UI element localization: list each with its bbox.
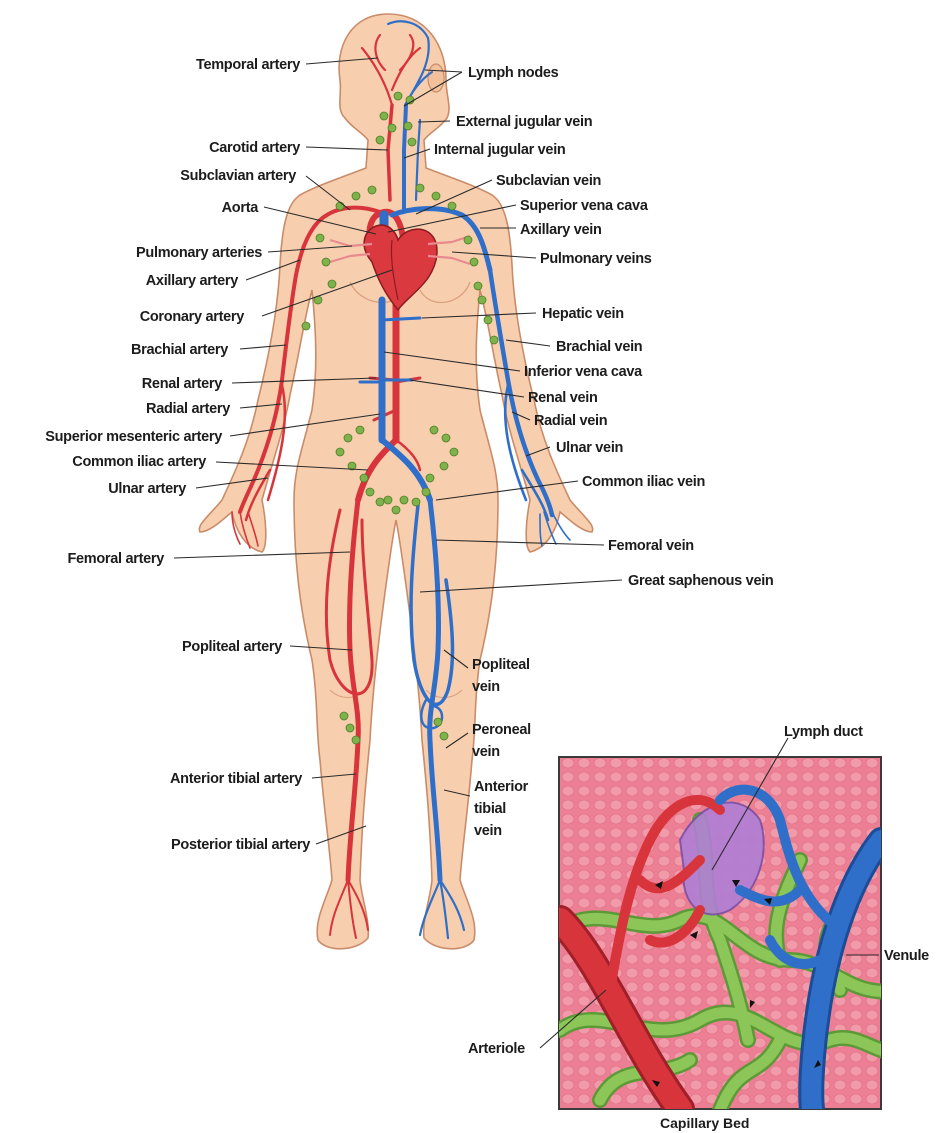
- label-radial-vein: Radial vein: [534, 413, 607, 429]
- lymph-node: [400, 496, 408, 504]
- lymph-node: [478, 296, 486, 304]
- label-axillary-vein: Axillary vein: [520, 222, 602, 238]
- label-superior-mesenteric-artery: Superior mesenteric artery: [45, 429, 222, 445]
- label-anterior-tibial-vein-line1: Anterior: [474, 779, 529, 795]
- lymph-node: [356, 426, 364, 434]
- label-axillary-artery: Axillary artery: [146, 273, 238, 289]
- lymph-node: [490, 336, 498, 344]
- lymph-node: [344, 434, 352, 442]
- lymph-node: [474, 282, 482, 290]
- lymph-node: [430, 426, 438, 434]
- lymph-node: [484, 316, 492, 324]
- lymph-node: [392, 506, 400, 514]
- label-anterior-tibial-vein-line2: tibial: [474, 801, 506, 817]
- lymph-node: [416, 184, 424, 192]
- label-brachial-artery: Brachial artery: [131, 342, 228, 358]
- label-common-iliac-artery: Common iliac artery: [72, 454, 206, 470]
- lymph-node: [432, 192, 440, 200]
- label-coronary-artery: Coronary artery: [140, 309, 245, 325]
- label-ulnar-vein: Ulnar vein: [556, 440, 623, 456]
- label-femoral-vein: Femoral vein: [608, 538, 694, 554]
- label-popliteal-vein-line1: Popliteal: [472, 657, 530, 673]
- label-internal-jugular-vein: Internal jugular vein: [434, 142, 565, 158]
- label-femoral-artery: Femoral artery: [67, 551, 164, 567]
- lymph-node: [388, 124, 396, 132]
- label-lymph-nodes: Lymph nodes: [468, 65, 559, 81]
- lymph-node: [336, 202, 344, 210]
- lymph-node: [328, 280, 336, 288]
- lymph-node: [346, 724, 354, 732]
- label-hepatic-vein: Hepatic vein: [542, 306, 624, 322]
- lymph-node: [366, 488, 374, 496]
- lymph-node: [408, 138, 416, 146]
- lymph-node: [352, 736, 360, 744]
- label-venule: Venule: [884, 948, 929, 964]
- lymph-node: [464, 236, 472, 244]
- label-anterior-tibial-vein-line3: vein: [474, 823, 502, 839]
- lymph-node: [404, 122, 412, 130]
- lymph-node: [368, 186, 376, 194]
- lymph-node: [340, 712, 348, 720]
- lymph-node: [352, 192, 360, 200]
- lymph-node: [470, 258, 478, 266]
- lymph-node: [440, 462, 448, 470]
- lymph-node: [422, 488, 430, 496]
- lymph-node: [316, 234, 324, 242]
- capillary-bed-inset: [559, 757, 900, 1110]
- lymph-node: [426, 474, 434, 482]
- label-aorta: Aorta: [222, 200, 260, 216]
- label-popliteal-vein-line2: vein: [472, 679, 500, 695]
- lymph-node: [448, 202, 456, 210]
- label-external-jugular-vein: External jugular vein: [456, 114, 592, 130]
- lymph-node: [380, 112, 388, 120]
- label-brachial-vein: Brachial vein: [556, 339, 642, 355]
- lymph-node: [376, 136, 384, 144]
- lymph-node: [360, 474, 368, 482]
- lymph-node: [440, 732, 448, 740]
- label-posterior-tibial-artery: Posterior tibial artery: [171, 837, 310, 853]
- label-subclavian-vein: Subclavian vein: [496, 173, 601, 189]
- label-popliteal-artery: Popliteal artery: [182, 639, 282, 655]
- lymph-node: [302, 322, 310, 330]
- label-common-iliac-vein: Common iliac vein: [582, 474, 705, 490]
- label-pulmonary-arteries: Pulmonary arteries: [136, 245, 262, 261]
- lymph-node: [450, 448, 458, 456]
- label-lymph-duct: Lymph duct: [784, 724, 863, 740]
- lymph-node: [394, 92, 402, 100]
- label-carotid-artery: Carotid artery: [209, 140, 300, 156]
- label-great-saphenous-vein: Great saphenous vein: [628, 573, 774, 589]
- label-arteriole: Arteriole: [468, 1041, 525, 1057]
- label-superior-vena-cava: Superior vena cava: [520, 198, 649, 214]
- lymph-node: [376, 498, 384, 506]
- caption-capillary-bed: Capillary Bed: [660, 1115, 749, 1131]
- label-radial-artery: Radial artery: [146, 401, 230, 417]
- label-peroneal-vein-line1: Peroneal: [472, 722, 531, 738]
- label-pulmonary-veins: Pulmonary veins: [540, 251, 652, 267]
- label-anterior-tibial-artery: Anterior tibial artery: [170, 771, 302, 787]
- lymph-node: [434, 718, 442, 726]
- label-inferior-vena-cava: Inferior vena cava: [524, 364, 643, 380]
- label-renal-vein: Renal vein: [528, 390, 598, 406]
- label-ulnar-artery: Ulnar artery: [108, 481, 186, 497]
- lymph-node: [412, 498, 420, 506]
- label-renal-artery: Renal artery: [142, 376, 222, 392]
- lymph-node: [442, 434, 450, 442]
- label-peroneal-vein-line2: vein: [472, 744, 500, 760]
- lymph-node: [322, 258, 330, 266]
- label-temporal-artery: Temporal artery: [196, 57, 300, 73]
- lymph-node: [384, 496, 392, 504]
- lymph-node: [336, 448, 344, 456]
- label-subclavian-artery: Subclavian artery: [180, 168, 296, 184]
